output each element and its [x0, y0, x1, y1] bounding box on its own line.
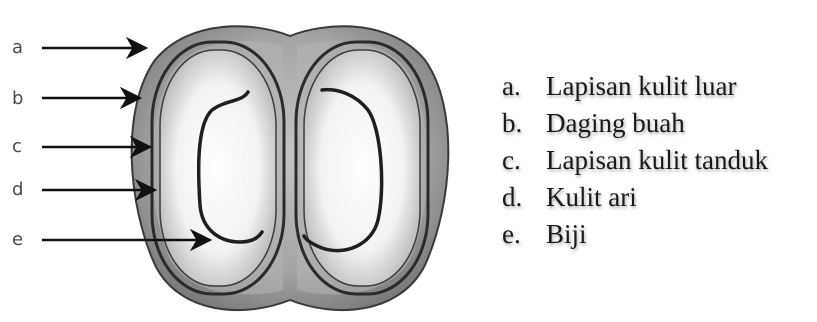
legend-text: Kulit ari	[546, 182, 637, 212]
legend-key: e.	[502, 216, 546, 253]
legend-text: Lapisan kulit luar	[546, 71, 736, 101]
legend-text: Daging buah	[546, 108, 685, 138]
legend-key: c.	[502, 142, 546, 179]
legend-text: Biji	[546, 219, 587, 249]
legend-list: a.Lapisan kulit luar b.Daging buah c.Lap…	[502, 68, 768, 253]
bean-right	[304, 50, 420, 286]
legend-item-d: d.Kulit ari	[502, 179, 768, 216]
pointer-label-e: e	[12, 229, 23, 250]
pointer-label-d: d	[12, 179, 23, 200]
pointer-label-a: a	[12, 37, 23, 58]
legend-item-a: a.Lapisan kulit luar	[502, 68, 768, 105]
legend-item-e: e.Biji	[502, 216, 768, 253]
legend-text: Lapisan kulit tanduk	[546, 145, 768, 175]
bean-left	[160, 50, 276, 286]
pointer-label-b: b	[12, 88, 23, 109]
coffee-cherry-cross-section: a b c d e	[0, 0, 460, 322]
legend-key: d.	[502, 179, 546, 216]
legend-key: a.	[502, 68, 546, 105]
pointer-label-c: c	[12, 136, 22, 157]
legend-item-b: b.Daging buah	[502, 105, 768, 142]
legend-key: b.	[502, 105, 546, 142]
legend-item-c: c.Lapisan kulit tanduk	[502, 142, 768, 179]
